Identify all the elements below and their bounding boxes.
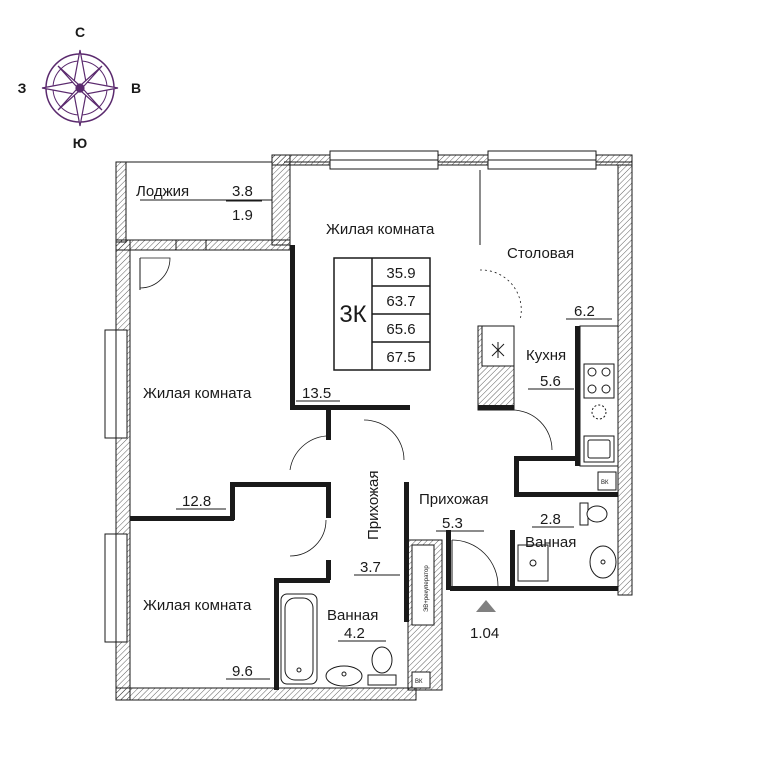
room-name-kitchen: Кухня [526,347,566,364]
wall-right [617,164,633,596]
door-dining [479,269,522,321]
loggia [118,161,273,250]
vk-tag-1: ВК [601,480,609,486]
doors [139,257,553,587]
room-area-living-top: 13.5 [302,385,331,402]
door-hall-top [363,419,405,461]
room-area-hall-vertical: 3.7 [360,559,381,576]
room-area-bath-small: 2.8 [540,511,561,528]
badge-area-with-loggia: 65.6 [386,321,415,338]
room-area-living-bottom: 9.6 [232,663,253,680]
compass-north-label: С [75,24,85,40]
room-name-hall-main: Прихожая [419,491,489,508]
room-area-kitchen: 5.6 [540,373,561,390]
entrance-marker-label: 1.04 [470,625,499,642]
dishwasher-icon [591,404,607,420]
room-name-bath-small: Ванная [525,534,576,551]
room-name-living-top: Жилая комната [326,221,435,238]
room-area-loggia-reduced: 1.9 [232,207,253,224]
room-name-loggia: Лоджия [136,183,189,200]
room-name-living-mid: Жилая комната [143,385,252,402]
compass-south-label: Ю [73,135,87,151]
badge-area-total: 63.7 [386,293,415,310]
door-kitchen [511,409,553,451]
room-name-bath-main: Ванная [327,607,378,624]
door-bedroom-2 [289,519,327,557]
badge-apartment-type: 3К [339,301,366,328]
door-bedroom-1 [289,435,327,471]
room-name-living-bottom: Жилая комната [143,597,252,614]
entrance-marker-icon [476,600,496,612]
room-area-hall-main: 5.3 [442,515,463,532]
vk-box-2 [411,671,431,689]
room-area-living-mid: 12.8 [182,493,211,510]
room-name-dining: Столовая [507,245,574,262]
room-labels: Лоджия 3.8 1.9 Жилая комната 13.5 Столов… [136,183,612,685]
vk-box-1 [597,471,617,491]
meter-cabinet [411,544,435,626]
room-area-dining: 6.2 [574,303,595,320]
wall-loggia-left [115,161,127,243]
room-name-hall-vertical: Прихожая [365,470,382,540]
vk-tag-2: ВК [415,679,423,685]
wall-loggia-right [271,154,291,246]
door-loggia [139,257,171,289]
windows [104,150,632,643]
fan-icon [491,342,505,358]
wall-bottom [115,687,417,701]
compass-west-label: З [18,80,27,96]
toilet-main-icon [371,646,393,674]
room-area-loggia: 3.8 [232,183,253,200]
room-area-bath-main: 4.2 [344,625,365,642]
stove-icon [583,363,615,399]
apartment-badge: 3К 35.9 63.7 65.6 67.5 [333,257,431,371]
compass-rose-icon [41,49,119,127]
wall-loggia-bottom [115,239,291,251]
badge-area-living: 35.9 [386,265,415,282]
door-entrance [451,539,499,587]
compass: С Ю З В [18,24,141,151]
badge-area-full: 67.5 [386,349,415,366]
toilet-small-icon [586,505,608,523]
fixtures [280,325,619,689]
meter-tag: ЭВ+рекуператор [424,565,430,612]
toilet-tank-main [367,674,397,686]
compass-east-label: В [131,80,141,96]
